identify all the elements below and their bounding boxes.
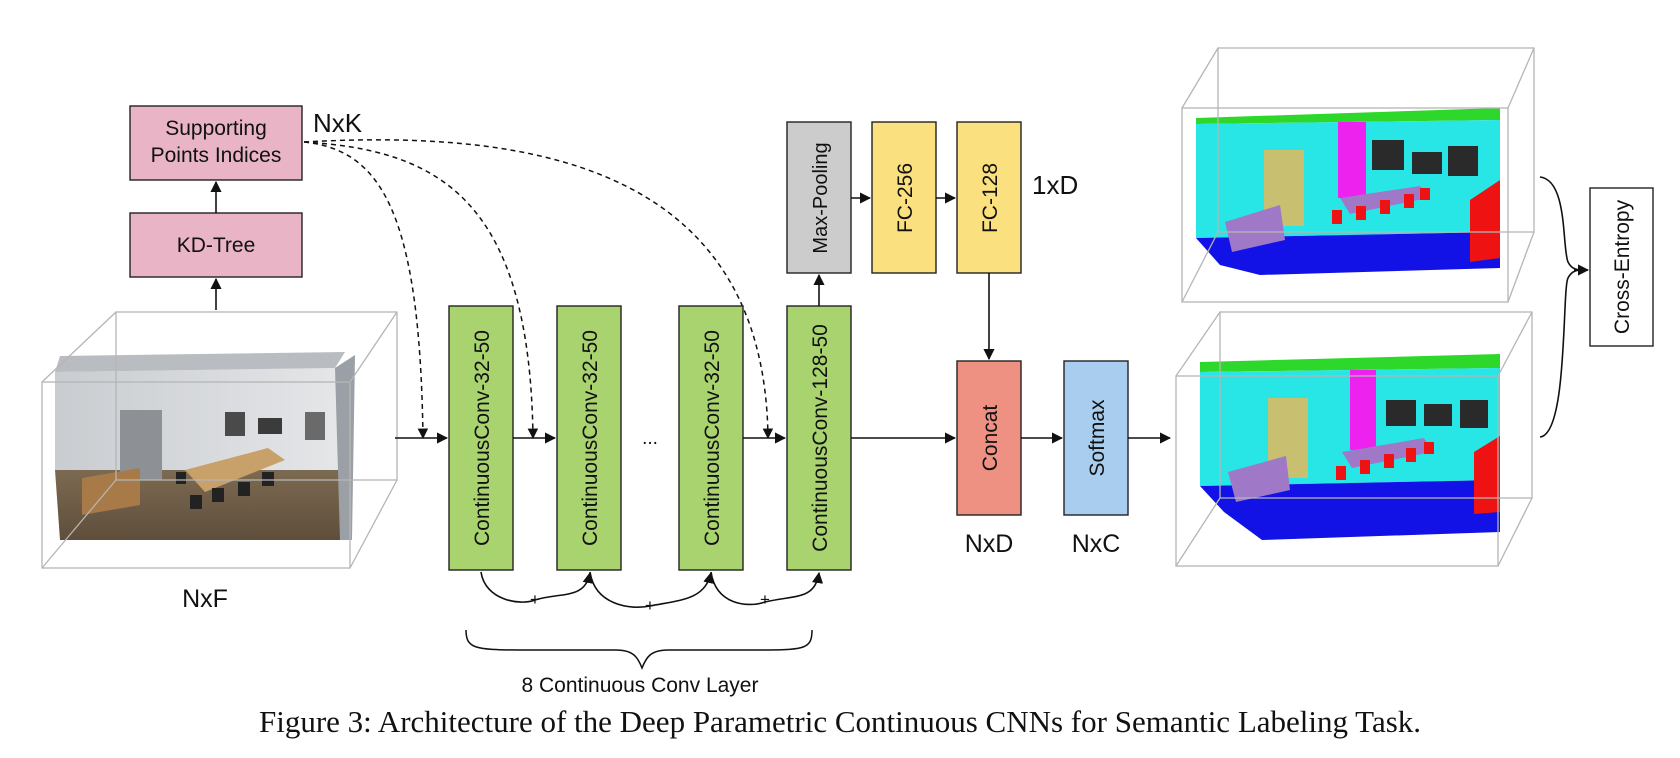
bracket-gt-to-loss <box>1539 176 1585 271</box>
supporting-points-box <box>129 105 303 181</box>
conv4-label: ContinuousConv-128-50 <box>809 324 832 552</box>
softmax-label: Softmax <box>1086 399 1109 477</box>
concat-label: Concat <box>979 405 1002 472</box>
concat-box <box>956 360 1022 516</box>
kdtree-label: KD-Tree <box>177 234 256 257</box>
residual-plus-1: + <box>530 590 540 609</box>
loss-box <box>1589 187 1654 347</box>
ground-truth-segmentation <box>1181 47 1535 303</box>
support-dim-label: NxK <box>313 108 363 138</box>
input-cube-wireframe <box>41 311 398 569</box>
conv3-label: ContinuousConv-32-50 <box>701 330 724 546</box>
brace-label: 8 Continuous Conv Layer <box>522 674 759 697</box>
input-room-chairs <box>176 472 274 509</box>
dashed-arrow-to-conv1 <box>303 141 429 440</box>
input-room-ceiling <box>55 352 345 372</box>
layer-brace <box>465 629 813 671</box>
supporting-points-label-line2: Points Indices <box>151 144 282 167</box>
figure-caption: Figure 3: Architecture of the Deep Param… <box>259 704 1421 739</box>
input-room-walls <box>55 368 340 470</box>
conv1-label: ContinuousConv-32-50 <box>471 330 494 546</box>
kdtree-box <box>129 212 303 278</box>
residual-arc-3 <box>710 571 824 606</box>
layer-ellipsis: ... <box>642 428 658 449</box>
prediction-cube-wireframe <box>1175 311 1533 567</box>
residual-arc-1 <box>480 571 594 603</box>
global-dim-label: 1xD <box>1032 170 1078 200</box>
loss-label: Cross-Entropy <box>1611 199 1634 334</box>
dashed-arrow-to-conv2 <box>303 141 539 440</box>
input-room-frame <box>305 412 325 440</box>
softmax-dim-label: NxC <box>1072 530 1121 558</box>
supporting-points-label-line1: Supporting <box>165 117 267 140</box>
fc256-label: FC-256 <box>894 163 917 233</box>
residual-plus-2: + <box>645 596 655 615</box>
residual-plus-3: + <box>760 590 770 609</box>
input-point-cloud <box>41 311 398 569</box>
maxpool-label: Max-Pooling <box>810 142 832 253</box>
input-room-door <box>120 410 162 480</box>
fc256-box <box>871 121 937 274</box>
conv2-label: ContinuousConv-32-50 <box>579 330 602 546</box>
predicted-segmentation <box>1175 311 1533 567</box>
concat-dim-label: NxD <box>965 530 1014 558</box>
input-room-picture <box>225 412 245 436</box>
residual-arc-2 <box>589 571 715 608</box>
ground-truth-cube-wireframe <box>1181 47 1535 303</box>
conv3-box <box>678 305 744 571</box>
maxpool-box <box>786 121 852 274</box>
conv2-box <box>556 305 622 571</box>
dashed-arrow-to-conv4 <box>303 139 774 440</box>
fc128-label: FC-128 <box>979 163 1002 233</box>
input-room-table <box>185 448 285 492</box>
input-dim-label: NxF <box>182 585 228 613</box>
conv4-box <box>786 305 852 571</box>
input-room-screen <box>258 418 282 434</box>
bracket-pred-to-loss <box>1539 269 1585 438</box>
